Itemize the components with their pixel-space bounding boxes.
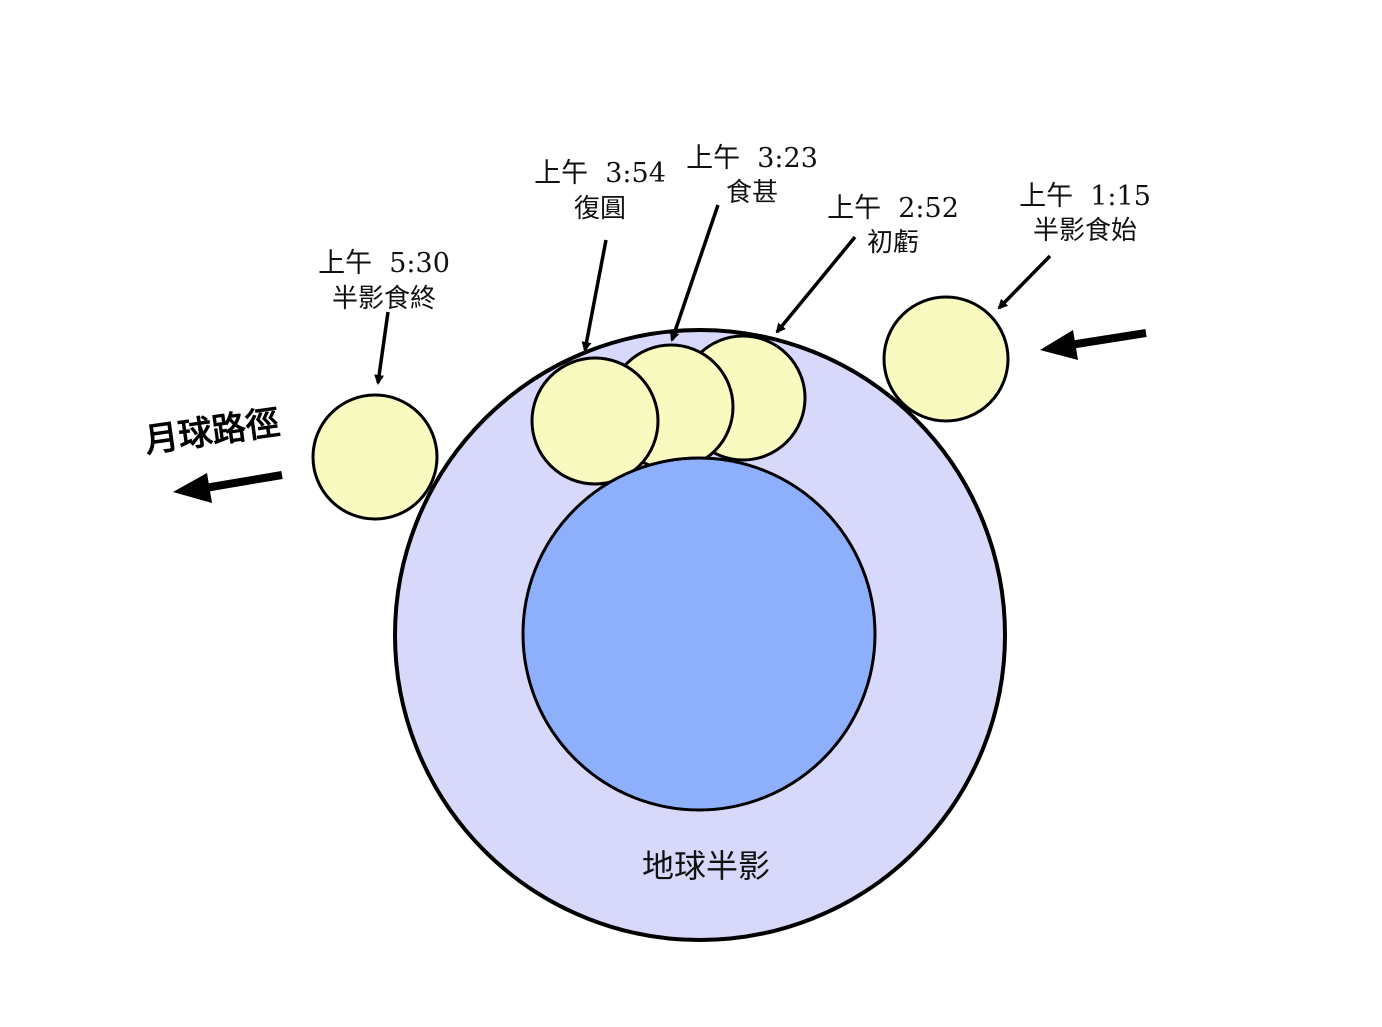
event-time-penumbral-end: 上午 5:30: [318, 248, 450, 279]
event-name-last-contact: 復圓: [574, 194, 626, 224]
moon-penumbral-begin: [882, 295, 1010, 423]
moon-path-arrow-left: [173, 471, 283, 503]
moon-penumbral-end: [311, 393, 439, 521]
event-time-initial-contact: 上午 2:52: [827, 193, 959, 224]
moon-path-label: 月球路徑: [142, 403, 282, 462]
event-time-penumbral-begin: 上午 1:15: [1019, 181, 1151, 212]
event-time-last-contact: 上午 3:54: [534, 158, 666, 189]
penumbra-label: 地球半影: [642, 847, 770, 885]
pointer-arrow-penumbral-end: [374, 311, 390, 385]
event-name-penumbral-begin: 半影食始: [1033, 216, 1137, 246]
earth-umbra: [521, 456, 877, 812]
event-name-greatest-eclipse: 食甚: [726, 178, 778, 208]
pointer-arrow-greatest-eclipse: [669, 204, 720, 342]
event-name-penumbral-end: 半影食終: [332, 284, 436, 314]
moon-path-arrow-right: [1040, 329, 1147, 360]
event-name-initial-contact: 初虧: [867, 228, 919, 258]
pointer-arrow-last-contact: [581, 239, 608, 352]
pointer-arrow-initial-contact: [775, 235, 857, 334]
event-time-greatest-eclipse: 上午 3:23: [686, 143, 818, 174]
moon-last-contact: [530, 356, 660, 486]
pointer-arrow-penumbral-begin: [997, 254, 1052, 310]
